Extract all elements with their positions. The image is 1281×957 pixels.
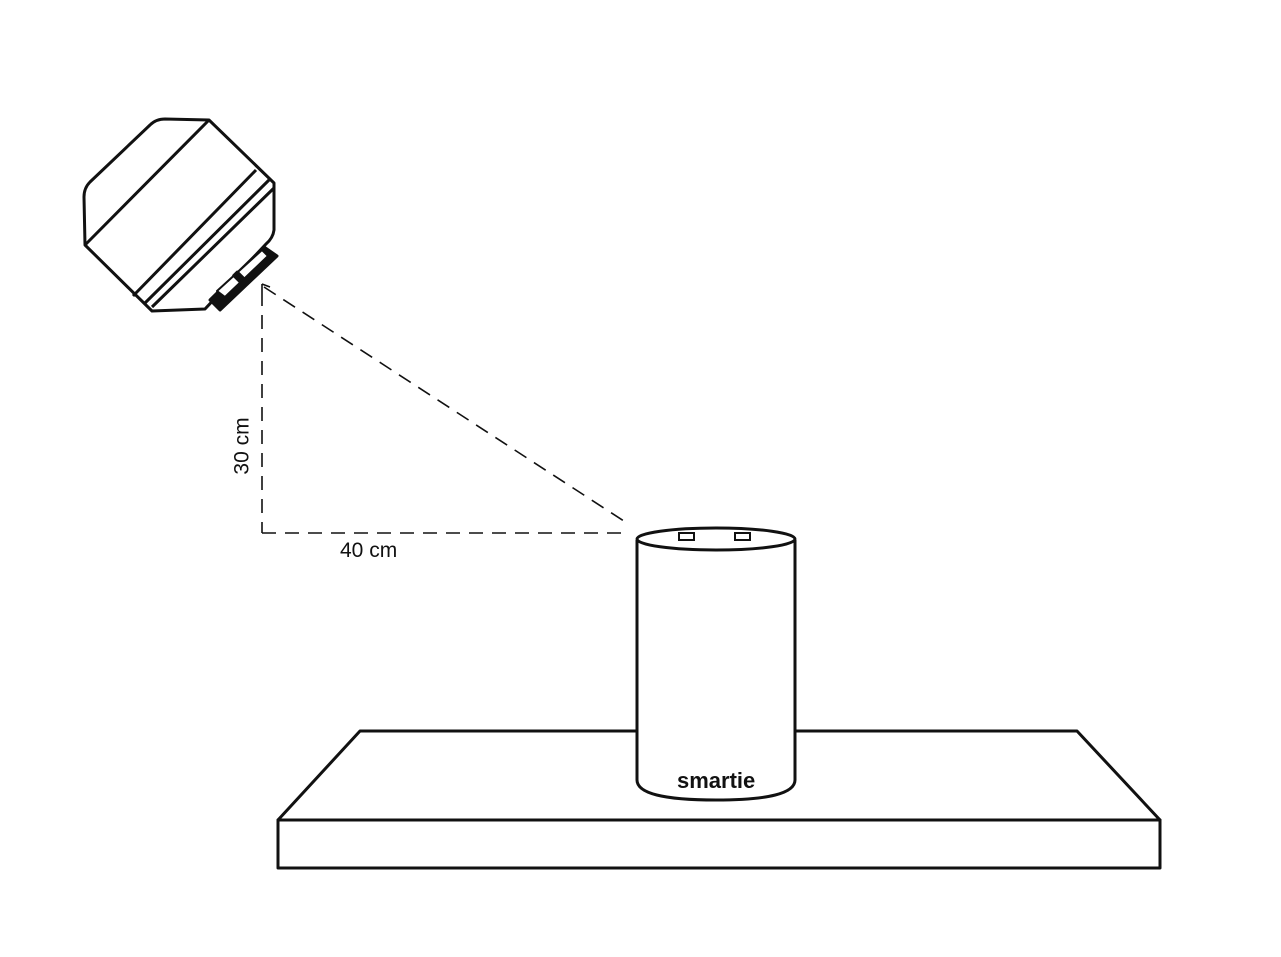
camera-lens	[208, 245, 279, 312]
device-sensor	[734, 532, 751, 541]
camera-band-line	[150, 186, 276, 309]
camera-body	[82, 117, 276, 313]
device-top	[635, 526, 797, 552]
sightline-dashed-line	[263, 286, 631, 526]
table-front	[276, 818, 1162, 870]
smartie-device	[635, 526, 797, 802]
camera-band-line	[131, 168, 258, 298]
arrow-tip-icon	[261, 283, 271, 292]
camera	[82, 117, 279, 313]
camera-band-line	[143, 178, 271, 305]
horizontal-distance-label: 40 cm	[340, 539, 398, 562]
vertical-distance-label: 30 cm	[230, 417, 254, 475]
device-sensor	[678, 532, 695, 541]
device-body	[635, 540, 797, 802]
camera-edge-line	[83, 118, 211, 247]
device-brand-label: smartie	[677, 768, 756, 793]
measurement-lines	[261, 286, 631, 534]
